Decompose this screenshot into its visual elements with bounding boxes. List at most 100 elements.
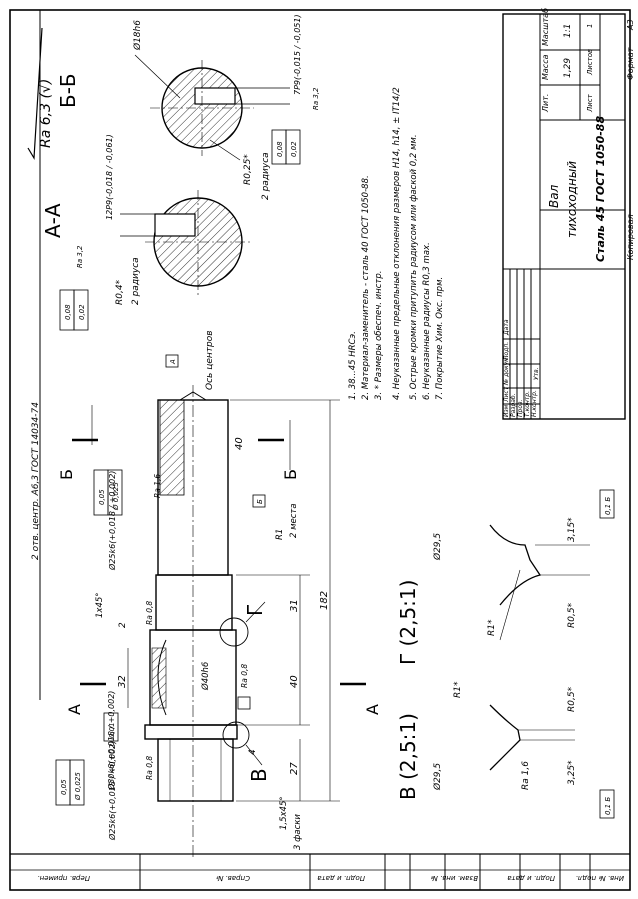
aa-sym-2: 0,02	[78, 304, 86, 320]
aa-width-label: 12P9(-0,018 / -0,061)	[105, 134, 114, 220]
bb-sym-1: 0,08	[276, 141, 284, 157]
dim-27: 27	[289, 762, 300, 775]
sheet-frame	[9, 9, 631, 891]
chamfer-1: 1х45°	[95, 592, 105, 618]
roughness-symbol: Ra 6,3 (√)	[27, 27, 54, 160]
sheet-label: Лист	[586, 93, 594, 113]
bb-sym-2: 0,02	[290, 141, 298, 157]
aa-r-label: R0,4*	[115, 279, 125, 305]
ra08-1-label: Ra 0,8	[145, 601, 154, 625]
detail-view-v	[489, 704, 575, 771]
cut-b-right: Б	[281, 469, 300, 480]
view-label-g: Г	[243, 604, 267, 616]
ra16-label: Ra 1,6	[153, 474, 162, 498]
tol-runout-1: 0,1 Б	[604, 497, 612, 515]
r1-label: R1	[275, 529, 285, 540]
side-stamp	[10, 854, 630, 890]
bb-ra-label: Ra 3,2	[312, 87, 320, 110]
sheets-value: 1	[586, 24, 594, 28]
dim-182: 182	[319, 591, 330, 610]
view-label-v: В	[247, 768, 271, 782]
tol-0025-bottom: Ø 0,025	[74, 772, 82, 801]
dia-bottom: Ø25k6(+0,018 / +0,002)	[107, 741, 117, 841]
title-block	[502, 13, 626, 420]
tolerance-frames	[55, 354, 615, 819]
stamp-cell-podp1: Подп. и дата	[317, 874, 365, 882]
cut-a-right: А	[363, 704, 382, 715]
format-value: A3	[626, 19, 635, 31]
dim-4: 4	[248, 749, 258, 755]
tech-req-7: 7. Покрытие Хим. Окс. прм.	[435, 277, 445, 400]
g-315: 3,15*	[567, 517, 577, 542]
tech-req-6: 6. Неуказанные радиусы R0,3 max.	[422, 242, 432, 400]
stamp-cell-vzam: Взам. инв. №	[430, 874, 478, 882]
cut-a-left: А	[65, 704, 84, 715]
tech-req-3: 3. * Размеры обеспеч. инстр.	[374, 271, 384, 400]
part-name-line1: Вал	[547, 184, 561, 208]
v-r05: R0,5*	[567, 686, 577, 712]
part-name-line2: тихоходный	[565, 161, 579, 238]
dia-top: Ø25k6(+0,018 / +0,002)	[107, 471, 117, 571]
header-scale: Масштаб	[541, 8, 550, 46]
material-label: Сталь 45 ГОСТ 1050-88	[594, 116, 607, 262]
tol-005-top: 0,05	[98, 489, 106, 505]
tech-req-4: 4. Неуказанные предельные отклонения раз…	[392, 87, 402, 400]
dim-40-mid: 40	[289, 675, 300, 688]
row-prov: Пров.	[517, 399, 524, 417]
stamp-cell-podp2: Подп. и дата	[507, 874, 555, 882]
stamp-cell-perv: Перв. примен.	[37, 874, 90, 882]
tol-005-bottom: 0,05	[60, 779, 68, 795]
tol-001: 0,01	[108, 722, 116, 738]
bb-width-label: 7P9(-0,015 / -0,051)	[293, 14, 302, 95]
v-d295: Ø29,5	[432, 763, 443, 791]
aa-ra-label: Ra 3,2	[76, 245, 84, 268]
cut-b-left: Б	[57, 469, 76, 480]
two-radii-1: 2 радиуса	[261, 152, 271, 200]
dia-key: Ø40h6	[200, 661, 211, 691]
row-data: Дата	[503, 319, 510, 336]
tol-runout-2: 0,1 Б	[604, 797, 612, 815]
row-podp: Подп.	[503, 342, 510, 360]
shaft-drawing	[144, 385, 266, 860]
sheets-label: Листов	[586, 49, 594, 76]
view-g-title: Г (2,5:1)	[396, 580, 420, 665]
row-nkontr: Н.контр.	[531, 390, 538, 417]
datum-a: А	[169, 359, 177, 365]
header-mass: Масса	[541, 54, 550, 80]
tol-0025-top: Ø 0,025	[112, 482, 120, 511]
format-label: Формат	[626, 47, 635, 80]
aa-sym-1: 0,08	[64, 304, 72, 320]
tech-req-2: 2. Материал-заменитель - сталь 40 ГОСТ 1…	[361, 175, 371, 400]
view-v-title: В (2,5:1)	[396, 713, 420, 800]
tech-req-1: 1. 38...45 HRCэ.	[348, 331, 358, 400]
mass-value: 1,29	[563, 58, 573, 78]
center-holes-label: 2 отв. центр. А6,3 ГОСТ 14034-74	[31, 402, 41, 560]
row-tkontr: Т.контр.	[524, 391, 531, 417]
row-utv: Утв.	[533, 367, 540, 380]
section-aa-drawing: 12P9(-0,018 / -0,061) R0,4* 2 радиуса 0,…	[59, 134, 250, 331]
roughness-symbol-text: Ra 6,3 (√)	[38, 79, 54, 148]
dim-40-top: 40	[234, 437, 245, 450]
center-axis-label: Ось центров	[205, 330, 215, 390]
two-places: 2 места	[289, 503, 299, 538]
tech-req-5: 5. Острые кромки притупить радиусом или …	[409, 134, 419, 400]
bb-dia-label: Ø18h6	[132, 20, 143, 51]
header-lit: Лит.	[541, 94, 550, 113]
chamfer-2: 1,5х45°	[279, 796, 289, 830]
datum-b: Б	[256, 499, 264, 504]
ra08-3-label: Ra 0,8	[145, 756, 154, 780]
detail-view-g	[489, 524, 590, 641]
dim-2: 2	[118, 622, 128, 628]
section-aa-title: А-А	[41, 203, 65, 238]
section-bb-drawing: Ø18h6 7P9(-0,015 / -0,051) R0,25* 2 ради…	[132, 14, 320, 200]
g-r05: R0,5*	[567, 602, 577, 628]
ra08-2-label: Ra 0,8	[240, 664, 249, 688]
stamp-cell-inv: Инв. № подл.	[576, 874, 624, 882]
bb-r-label: R0,25*	[243, 154, 253, 185]
shaft-dimensions	[91, 399, 340, 802]
copied-label: Копировал	[626, 214, 635, 260]
row-dokum: № докум.	[503, 355, 510, 386]
scale-value: 1:1	[563, 24, 573, 38]
dim-31: 31	[289, 599, 300, 612]
